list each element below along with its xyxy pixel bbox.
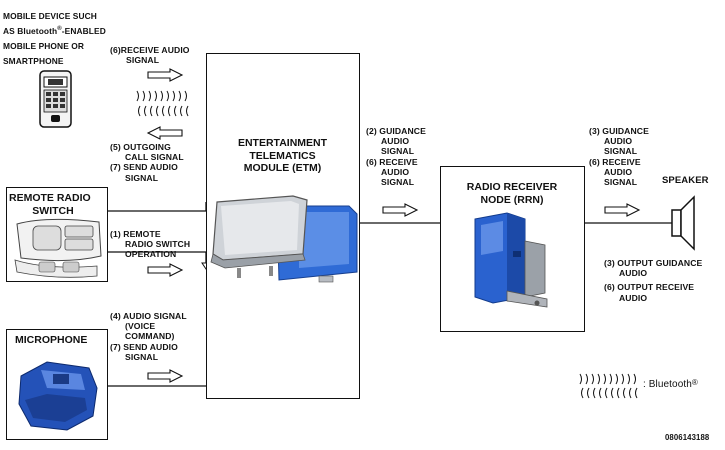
label-etm-rrn-line-3: SIGNAL [381,146,415,157]
label-outgoing-line-4: SIGNAL [125,172,159,183]
arrow-remote-switch [147,263,183,277]
label-outgoing-line-3: (7) SEND AUDIO [110,162,178,173]
microphone-image [18,361,98,431]
label-rrn-speaker-line-3: SIGNAL [604,146,638,157]
bluetooth-word: AS Bluetooth [3,26,58,36]
mobile-device-line-1: MOBILE DEVICE SUCH [3,11,97,21]
label-outgoing-line-1: (5) OUTGOING [110,142,171,152]
label-audio-voice-line-2: (VOICE [125,321,156,332]
label-rrn-speaker-line-6: SIGNAL [604,177,638,188]
speaker-label: SPEAKER [662,175,709,186]
remote-switch-image [14,218,102,278]
label-receive-audio-top: (6)RECEIVE AUDIO SIGNAL [110,45,190,65]
label-etm-rrn-line-2: AUDIO [381,136,410,147]
label-audio-voice-line-5: SIGNAL [125,351,159,362]
label-audio-voice-line-4: (7) SEND AUDIO [110,341,178,352]
legend-registered-mark: ® [691,378,698,387]
bluetooth-waves-legend [579,373,638,399]
registered-mark: ® [57,26,62,32]
etm-title: ENTERTAINMENT TELEMATICS MODULE (ETM) [207,137,358,175]
arrow-outgoing [147,126,183,140]
rrn-title-line-2: NODE (RRN) [480,193,544,206]
microphone-box: MICROPHONE [6,329,108,440]
label-etm-rrn-line-5: AUDIO [381,166,410,177]
label-audio-voice: (4) AUDIO SIGNAL (VOICE COMMAND) (7) SEN… [110,311,187,362]
etm-title-line-2: TELEMATICS [249,149,316,162]
label-output-line-3: (6) OUTPUT RECEIVE [604,282,695,293]
speaker-icon [671,195,695,251]
remote-switch-title-line-1: REMOTE RADIO [9,192,91,204]
mobile-device-line-4: SMARTPHONE [3,56,64,66]
legend-label: : Bluetooth [643,379,692,390]
label-etm-rrn-line-1: (2) GUIDANCE [366,126,426,136]
mobile-device-label: MOBILE DEVICE SUCH AS Bluetooth®-ENABLED… [3,9,106,69]
etm-module-image [210,195,358,283]
etm-box: ENTERTAINMENT TELEMATICS MODULE (ETM) [206,53,360,399]
label-rrn-to-speaker: (3) GUIDANCE AUDIO SIGNAL (6) RECEIVE AU… [589,126,649,187]
legend-bluetooth: : Bluetooth® [643,378,698,390]
label-remote-switch-line-3: OPERATION [125,249,177,260]
label-output-line-1: (3) OUTPUT GUIDANCE [604,258,703,268]
etm-title-line-1: ENTERTAINMENT [237,137,328,149]
label-remote-switch-op: (1) REMOTE RADIO SWITCH OPERATION [110,229,190,260]
label-etm-rrn-line-6: SIGNAL [381,177,415,188]
label-outgoing-line-2: CALL SIGNAL [125,152,184,163]
mobile-device-line-3: MOBILE PHONE OR [3,41,85,51]
etm-title-line-3: MODULE (ETM) [243,162,322,174]
label-receive-audio-top-line-2: SIGNAL [126,55,160,66]
remote-radio-switch-box: REMOTE RADIO SWITCH [6,187,108,282]
rrn-box: RADIO RECEIVER NODE (RRN) [440,166,585,332]
label-etm-to-rrn: (2) GUIDANCE AUDIO SIGNAL (6) RECEIVE AU… [366,126,426,187]
label-rrn-speaker-line-5: AUDIO [604,166,633,177]
enabled-word: -ENABLED [61,26,106,36]
rrn-module-image [474,212,548,308]
mobile-device-line-2: AS Bluetooth®-ENABLED [3,24,106,39]
arrow-rrn-speaker [604,203,640,217]
label-rrn-speaker-line-1: (3) GUIDANCE [589,126,649,136]
bluetooth-waves-upper [136,90,189,117]
arrow-audio-voice [147,369,183,383]
label-audio-voice-line-1: (4) AUDIO SIGNAL [110,311,187,321]
label-output-line-2: AUDIO [619,268,648,279]
rrn-title: RADIO RECEIVER NODE (RRN) [441,181,583,206]
label-output: (3) OUTPUT GUIDANCE AUDIO (6) OUTPUT REC… [604,258,702,303]
rrn-title-line-1: RADIO RECEIVER [466,181,558,193]
arrow-receive-audio [147,68,183,82]
label-audio-voice-line-3: COMMAND) [125,331,175,342]
microphone-title: MICROPHONE [15,334,88,346]
label-rrn-speaker-line-4: (6) RECEIVE [589,156,641,167]
remote-radio-switch-title: REMOTE RADIO SWITCH [9,192,97,217]
label-remote-switch-line-1: (1) REMOTE [110,229,161,239]
label-receive-audio-top-line-1: (6)RECEIVE AUDIO [110,45,190,55]
mobile-phone-icon [39,70,72,128]
label-outgoing-send: (5) OUTGOING CALL SIGNAL (7) SEND AUDIO … [110,142,184,183]
label-output-line-4: AUDIO [619,292,648,303]
label-rrn-speaker-line-2: AUDIO [604,136,633,147]
remote-switch-title-line-2: SWITCH [32,204,74,217]
label-remote-switch-line-2: RADIO SWITCH [125,239,191,250]
arrow-etm-rrn [382,203,418,217]
label-etm-rrn-line-4: (6) RECEIVE [366,156,418,167]
figure-code: 0806143188 [665,433,710,442]
